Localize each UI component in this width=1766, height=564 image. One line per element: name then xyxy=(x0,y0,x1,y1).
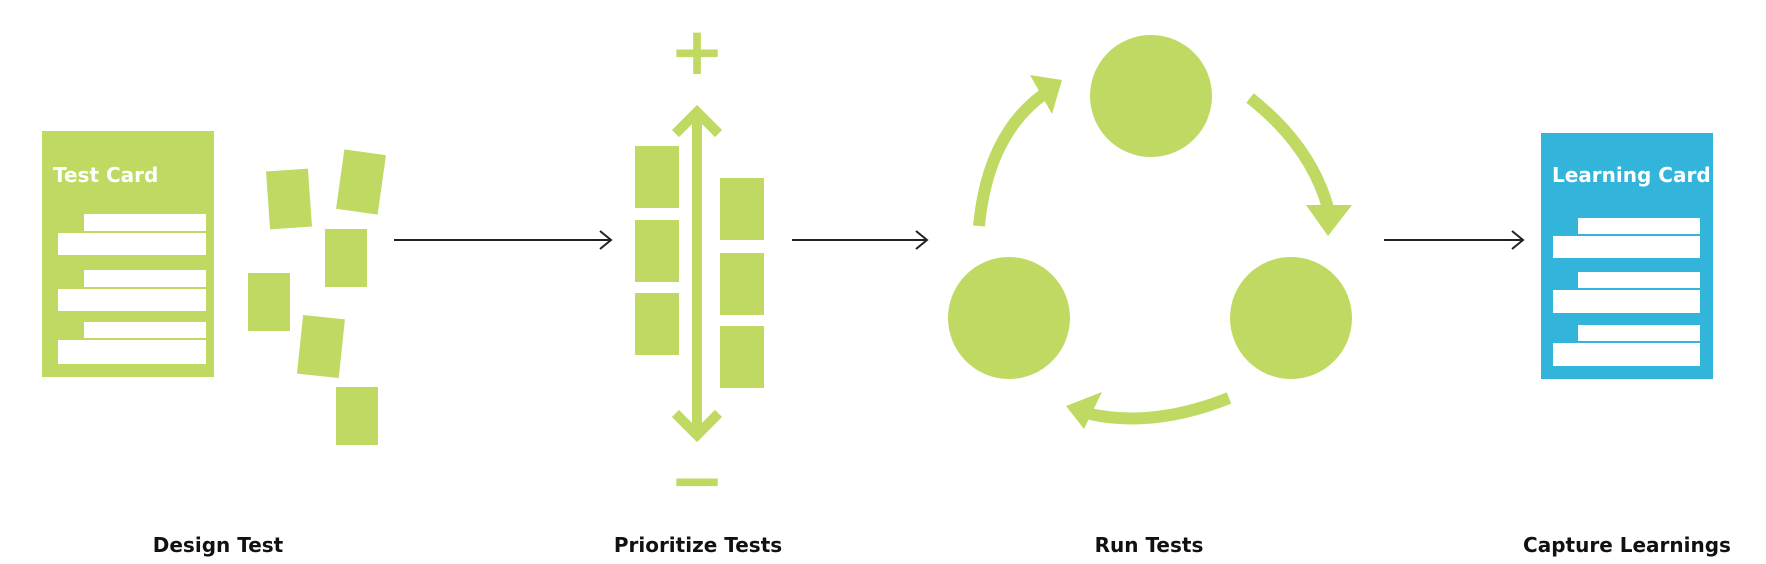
step-label-prioritize-tests: Prioritize Tests xyxy=(614,533,782,557)
test-note xyxy=(336,387,378,445)
test-note xyxy=(296,314,345,379)
cycle-arrow xyxy=(1246,93,1352,236)
cycle-arrow xyxy=(973,75,1062,227)
prioritize-tests-group: + − xyxy=(635,13,764,519)
test-card-form-lines xyxy=(58,214,206,364)
form-line xyxy=(1553,343,1700,366)
connector-arrow xyxy=(394,230,613,250)
form-line xyxy=(1578,218,1700,234)
cycle-node-left xyxy=(948,257,1070,379)
priority-arrow xyxy=(671,104,723,443)
priority-arrow-head-up xyxy=(671,104,723,138)
priority-arrow-shaft xyxy=(692,118,702,428)
run-tests-group xyxy=(948,35,1352,429)
prioritized-note xyxy=(720,178,764,240)
prioritized-notes-right xyxy=(720,178,764,388)
connector-arrow xyxy=(1384,230,1525,250)
learning-card-form-lines xyxy=(1553,218,1700,366)
form-line xyxy=(1553,236,1700,258)
test-note xyxy=(248,273,290,331)
form-line xyxy=(58,289,206,311)
form-line xyxy=(84,322,206,338)
cycle-arrow xyxy=(1066,392,1232,429)
priority-arrow-head-down xyxy=(671,409,723,443)
form-line xyxy=(1578,272,1700,288)
form-line xyxy=(1578,325,1700,341)
prioritized-note xyxy=(635,146,679,208)
form-line xyxy=(58,340,206,364)
capture-learnings-group: Learning Card xyxy=(1541,133,1713,379)
prioritized-note xyxy=(635,220,679,282)
minus-sign: − xyxy=(669,442,724,519)
prioritized-notes-left xyxy=(635,146,679,355)
test-note xyxy=(325,229,367,287)
step-label-run-tests: Run Tests xyxy=(1095,533,1204,557)
step-label-design-test: Design Test xyxy=(153,533,284,557)
test-card: Test Card xyxy=(42,131,214,377)
scattered-test-notes xyxy=(248,149,386,445)
test-note xyxy=(266,168,312,230)
prioritized-note xyxy=(635,293,679,355)
test-card-title: Test Card xyxy=(53,163,158,187)
design-test-group: Test Card xyxy=(42,131,386,445)
form-line xyxy=(84,270,206,287)
plus-sign: + xyxy=(669,13,724,90)
learning-card-title: Learning Card xyxy=(1552,163,1711,187)
form-line xyxy=(84,214,206,231)
form-line xyxy=(1553,290,1700,313)
test-note xyxy=(336,149,386,215)
cycle-node-top xyxy=(1090,35,1212,157)
cycle-node-right xyxy=(1230,257,1352,379)
form-line xyxy=(58,233,206,255)
learning-card: Learning Card xyxy=(1541,133,1713,379)
step-label-capture-learnings: Capture Learnings xyxy=(1523,533,1731,557)
prioritized-note xyxy=(720,253,764,315)
step-labels: Design Test Prioritize Tests Run Tests C… xyxy=(153,533,1731,557)
connector-arrow xyxy=(792,230,929,250)
prioritized-note xyxy=(720,326,764,388)
